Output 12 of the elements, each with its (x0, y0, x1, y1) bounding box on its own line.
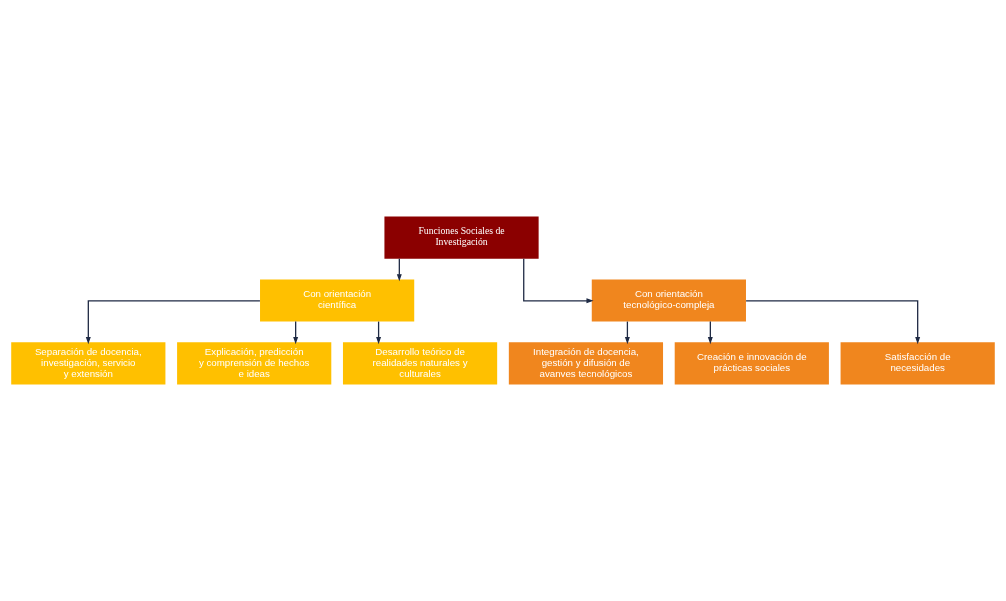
node-box: Funciones Sociales de Investigación (384, 216, 539, 259)
node-box: Separación de docencia, investigación, servicio y extensión (11, 342, 166, 385)
arrow (523, 258, 594, 304)
node-box: Con orientación tecnológico-compleja (591, 279, 746, 322)
node-box: Creación e innovación de prácticas sociales (674, 342, 829, 385)
arrow (745, 300, 921, 345)
arrow (85, 300, 261, 345)
node-box: Explicación, predicción y comprensión de hechos e ideas (177, 342, 332, 385)
node-box: Integración de docencia, gestión y difusión de avanves tecnológicos (508, 342, 664, 385)
node-box: Satisfacción de necesidades (840, 342, 995, 385)
node-box: Desarrollo teórico de realidades naturales y culturales (342, 342, 498, 385)
node-box: Con orientación científica (260, 279, 415, 322)
